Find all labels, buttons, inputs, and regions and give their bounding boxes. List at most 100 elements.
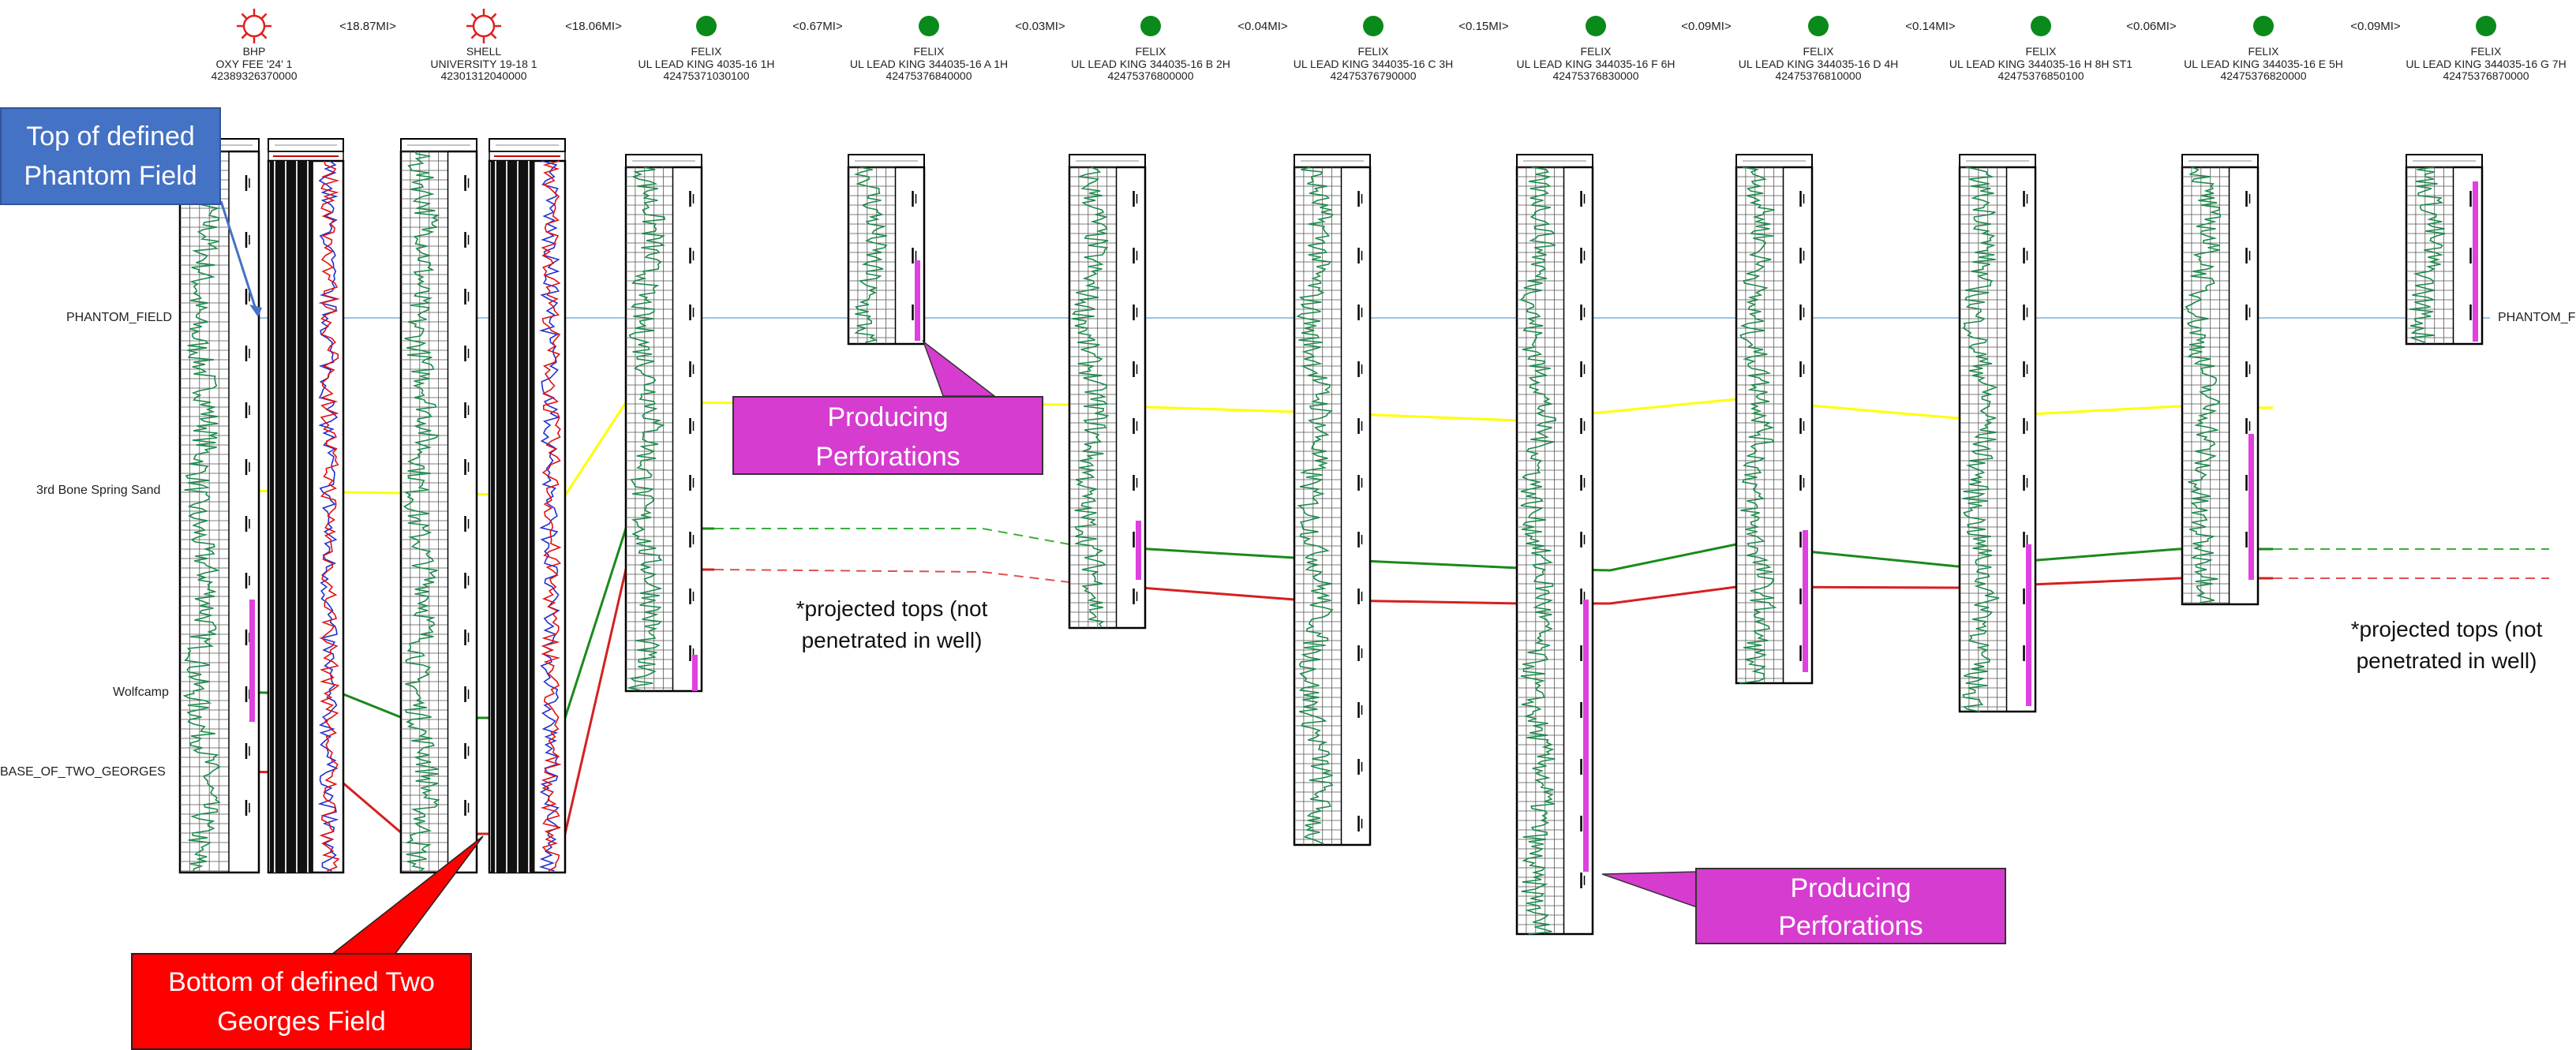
well-log-track[interactable]	[178, 138, 260, 874]
well-log-track[interactable]	[1068, 154, 1147, 630]
well-operator: FELIX	[1803, 45, 1835, 58]
producing-perforations-callout-2: Producing Perforations	[1695, 868, 2006, 944]
dry-hole-icon	[466, 9, 501, 43]
well-operator: FELIX	[691, 45, 723, 58]
perforation-interval	[915, 260, 920, 341]
well-name: UL LEAD KING 344035-16 F 6H	[1516, 58, 1675, 70]
well-api: 42475376870000	[2443, 69, 2529, 82]
well-log-track[interactable]	[1515, 154, 1594, 936]
well-operator: FELIX	[2026, 45, 2057, 58]
well-logs	[178, 138, 2484, 936]
projected-tops-note-1: *projected tops (not penetrated in well)	[796, 596, 988, 652]
well-name: UL LEAD KING 344035-16 E 5H	[2184, 58, 2343, 70]
well-spacing-label: <0.14MI>	[1905, 20, 1956, 33]
well-api: 42475376840000	[886, 69, 972, 82]
projected-tops-note-2: *projected tops (not penetrated in well)	[2350, 617, 2543, 673]
bottom-two-georges-callout: Bottom of defined Two Georges Field	[131, 953, 472, 1050]
well-operator: FELIX	[1358, 45, 1390, 58]
well-api: 42475376790000	[1330, 69, 1416, 82]
well-name: UL LEAD KING 344035-16 D 4H	[1739, 58, 1899, 70]
well-log-track[interactable]	[847, 154, 926, 346]
top-phantom-pointer-head	[249, 305, 262, 317]
well-operator: FELIX	[2248, 45, 2280, 58]
top-phantom-pointer	[219, 200, 258, 312]
perforation-interval	[1583, 600, 1589, 872]
well-name: UL LEAD KING 4035-16 1H	[638, 58, 774, 70]
perforation-interval	[2248, 434, 2254, 580]
well-log-track[interactable]	[1735, 154, 1814, 685]
oil-well-icon	[2476, 16, 2496, 36]
wolfcamp-projected-line	[714, 528, 1070, 545]
perforation-interval	[2026, 544, 2031, 706]
perforation-interval	[692, 655, 698, 691]
well-name: UL LEAD KING 344035-16 B 2H	[1071, 58, 1230, 70]
perforation-interval	[1136, 521, 1141, 580]
perforation-interval	[249, 600, 255, 722]
well-name: UL LEAD KING 344035-16 C 3H	[1294, 58, 1454, 70]
well-spacing-label: <18.87MI>	[339, 20, 396, 33]
top-phantom-callout: Top of defined Phantom Field	[0, 107, 221, 205]
top-label-phantom-field: PHANTOM_FIELD	[66, 311, 172, 324]
top-label-third-bone-spring: 3rd Bone Spring Sand	[36, 484, 160, 497]
well-name: UL LEAD KING 344035-16 G 7H	[2406, 58, 2566, 70]
bone-spring-line	[182, 398, 2274, 497]
perforation-interval	[1803, 530, 1808, 672]
well-api: 42475376800000	[1107, 69, 1193, 82]
well-operator: FELIX	[1581, 45, 1612, 58]
well-api: 42301312040000	[440, 69, 526, 82]
well-name: UL LEAD KING 344035-16 H 8H ST1	[1949, 58, 2132, 70]
well-spacing-label: <18.06MI>	[565, 20, 622, 33]
well-log-track[interactable]	[488, 138, 567, 874]
well-operator: SHELL	[466, 45, 502, 58]
well-api: 42389326370000	[211, 69, 297, 82]
well-log-track[interactable]	[1293, 154, 1372, 846]
well-name: UL LEAD KING 344035-16 A 1H	[850, 58, 1008, 70]
oil-well-icon	[919, 16, 939, 36]
well-spacing-label: <0.04MI>	[1237, 20, 1288, 33]
oil-well-icon	[2031, 16, 2051, 36]
well-name: OXY FEE '24' 1	[216, 58, 293, 70]
callout-pointers	[219, 200, 1698, 955]
well-log-track[interactable]	[399, 138, 478, 874]
perforations-1-tail	[922, 339, 997, 397]
well-name: UNIVERSITY 19-18 1	[430, 58, 537, 70]
well-operator: FELIX	[914, 45, 945, 58]
well-log-track[interactable]	[267, 138, 345, 874]
well-spacing-label: <0.09MI>	[1681, 20, 1732, 33]
well-api: 42475376820000	[2220, 69, 2306, 82]
well-spacing-label: <0.15MI>	[1458, 20, 1509, 33]
dry-hole-icon	[237, 9, 271, 43]
perforation-interval	[2473, 181, 2478, 342]
producing-perforations-callout-1: Producing Perforations	[732, 396, 1043, 475]
well-api: 42475376810000	[1775, 69, 1861, 82]
oil-well-icon	[1808, 16, 1829, 36]
well-log-track[interactable]	[2405, 154, 2484, 346]
well-operator: BHP	[243, 45, 266, 58]
well-log-track[interactable]	[2181, 154, 2260, 606]
well-log-track[interactable]	[1958, 154, 2037, 713]
oil-well-icon	[1140, 16, 1161, 36]
well-log-track[interactable]	[624, 154, 703, 693]
wolfcamp-line-east	[1069, 543, 2273, 572]
well-spacing-label: <0.03MI>	[1015, 20, 1065, 33]
top-label-wolfcamp: Wolfcamp	[113, 686, 169, 699]
oil-well-icon	[2253, 16, 2274, 36]
well-api: 42475371030100	[663, 69, 749, 82]
top-label-phantom-field-right: PHANTOM_F	[2498, 311, 2576, 324]
well-spacing-label: <0.06MI>	[2126, 20, 2177, 33]
two-georges-projected-line	[713, 569, 1070, 583]
top-label-base-two-georges: BASE_OF_TWO_GEORGES	[0, 765, 166, 779]
